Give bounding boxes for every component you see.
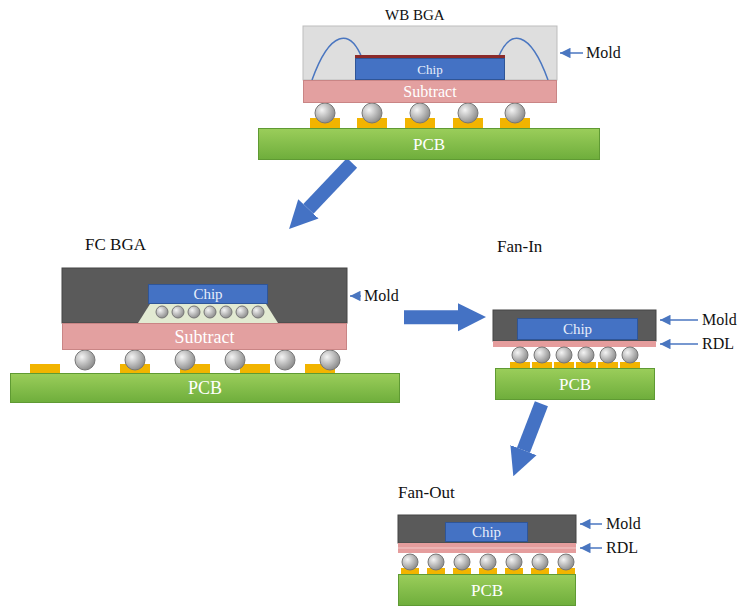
part-name: Chip <box>472 525 501 540</box>
layer-label: Mold <box>364 288 399 304</box>
package-title: FC BGA <box>85 236 146 253</box>
package-title: Fan-Out <box>398 484 455 501</box>
chip-die: Chip <box>148 284 268 304</box>
pcb-board: PCB <box>495 368 655 400</box>
layer-label: Mold <box>606 516 641 532</box>
pcb-board: PCB <box>398 574 576 606</box>
flow-arrow <box>308 163 352 209</box>
part-name: Chip <box>193 287 222 302</box>
flow-arrow <box>523 404 541 450</box>
part-name: PCB <box>471 582 503 599</box>
part-name: Chip <box>563 322 592 337</box>
fan-in-art <box>493 310 698 369</box>
pcb-board: PCB <box>258 128 600 160</box>
chip-die: Chip <box>517 318 638 340</box>
part-name: Subtract <box>403 84 456 100</box>
fan-out-art <box>398 515 602 574</box>
part-name: PCB <box>413 136 445 153</box>
flow-arrow <box>404 310 458 324</box>
package-group: WB BGA ChipSubtractPCB <box>258 4 600 160</box>
chip-die: Chip <box>445 522 528 542</box>
substrate-layer: Subtract <box>62 323 347 350</box>
layer-label: RDL <box>702 336 734 352</box>
chip-die: Chip <box>355 58 505 80</box>
substrate-layer: Subtract <box>303 80 557 103</box>
layer-label: RDL <box>606 540 638 556</box>
package-title: WB BGA <box>385 8 445 23</box>
package-title: Fan-In <box>497 238 542 255</box>
package-group: FC BGA ChipSubtractPCB <box>10 232 400 403</box>
fc-bga-art <box>30 268 361 373</box>
wb-bga-art <box>303 26 583 128</box>
part-name: PCB <box>559 376 591 393</box>
pcb-board: PCB <box>10 373 400 403</box>
layer-label: Mold <box>586 45 621 61</box>
part-name: PCB <box>188 379 222 397</box>
layer-label: Mold <box>702 312 737 328</box>
part-name: Subtract <box>175 328 235 346</box>
package-group: Fan-OutChipPCB <box>395 480 580 606</box>
part-name: Chip <box>417 63 442 76</box>
package-group: Fan-InChipPCB <box>490 234 660 400</box>
